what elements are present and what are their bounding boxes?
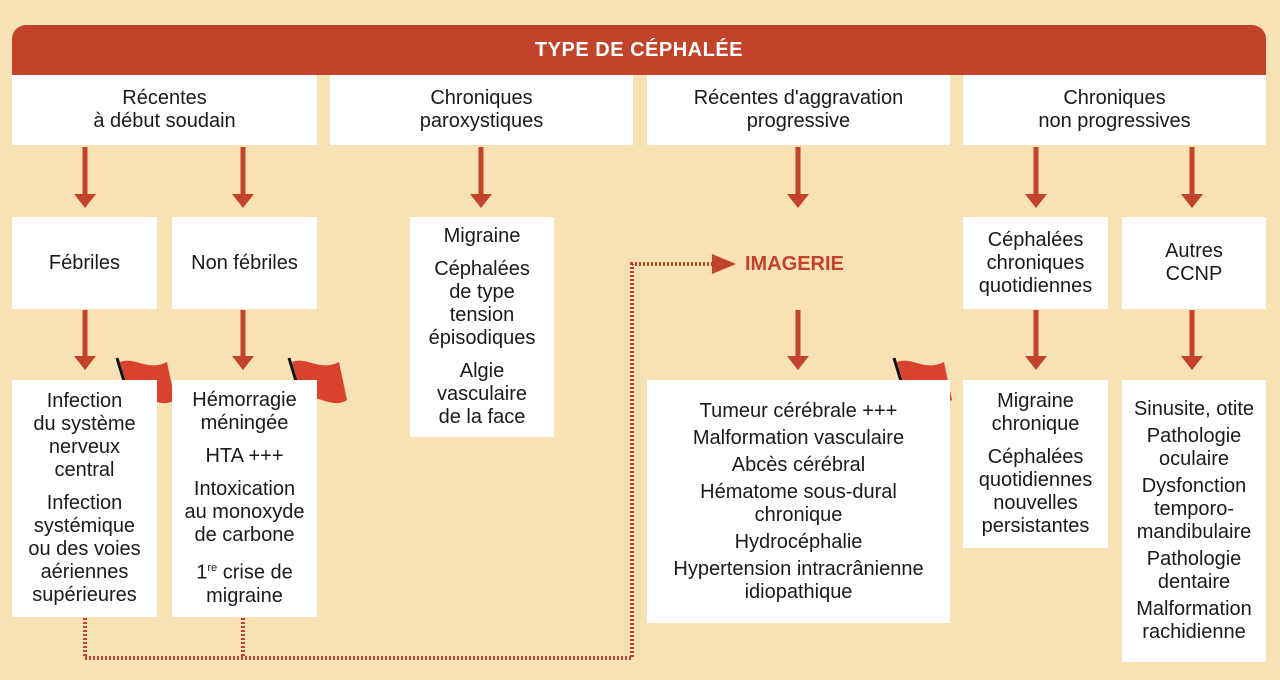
sub-label: Autres CCNP (1165, 240, 1223, 285)
diagram-title: TYPE DE CÉPHALÉE (12, 25, 1266, 75)
detail-item: Pathologie oculaire (1146, 425, 1242, 470)
detail-autres-ccnp: Sinusite, otite Pathologie oculaire Dysf… (1122, 380, 1266, 662)
arrow-nonprog-ccq-head (1025, 194, 1047, 208)
dotted-arrow-head (712, 254, 736, 274)
detail-item: Infection du système nerveux central (33, 390, 136, 481)
arrow-recentes-non-febriles-head (232, 194, 254, 208)
detail-item: Hydrocéphalie (734, 530, 863, 553)
sub-label: Fébriles (48, 251, 121, 274)
detail-chroniques-paroxystiques: Migraine Céphalées de type tension épiso… (410, 217, 554, 437)
sub-autres-ccnp: Autres CCNP (1122, 217, 1266, 309)
detail-ccq: Migraine chronique Céphalées quotidienne… (963, 380, 1108, 548)
detail-febriles: Infection du système nerveux central Inf… (12, 380, 157, 617)
arrow-recentes-febriles-head (74, 194, 96, 208)
detail-item: Infection systémique ou des voies aérien… (28, 492, 141, 606)
category-label: Récentes d'aggravation progressive (693, 87, 904, 132)
imagerie-label: IMAGERIE (745, 253, 844, 275)
arrow-nonfebriles-detail-head (232, 356, 254, 370)
sub-non-febriles: Non fébriles (172, 217, 317, 309)
detail-item: Hémorragie méningée (192, 389, 297, 435)
detail-item: Tumeur cérébrale +++ (699, 399, 898, 422)
sub-label: Céphalées chroniques quotidiennes (978, 228, 1093, 297)
detail-item: Malformation rachidienne (1136, 598, 1252, 643)
arrow-chroniques-migraine-head (470, 194, 492, 208)
detail-item: Abcès cérébral (731, 453, 866, 476)
detail-item: Dysfonction temporo- mandibulaire (1136, 475, 1252, 543)
detail-item: Migraine chronique (991, 390, 1080, 435)
category-label: Chroniques paroxystiques (419, 87, 544, 132)
detail-item: Migraine (443, 225, 521, 247)
category-chroniques-non-progressives: Chroniques non progressives (963, 75, 1266, 145)
detail-non-febriles: Hémorragie méningée HTA +++ Intoxication… (172, 380, 317, 617)
arrow-aggravation-imagerie-head (787, 194, 809, 208)
category-recentes: Récentes à début soudain (12, 75, 317, 145)
detail-item: Intoxication au monoxyde de carbone (184, 478, 305, 547)
detail-item: Sinusite, otite (1133, 398, 1255, 420)
detail-item-first-crisis: 1re crise de migraine (196, 561, 293, 607)
arrow-autres-detail-head (1181, 356, 1203, 370)
detail-item: Céphalées de type tension épisodiques (428, 258, 536, 349)
detail-imagerie: Tumeur cérébrale +++ Malformation vascul… (647, 380, 950, 623)
detail-item: Céphalées quotidiennes nouvelles persist… (978, 446, 1093, 537)
arrow-febriles-detail-head (74, 356, 96, 370)
arrow-nonprog-autres-head (1181, 194, 1203, 208)
category-label: Récentes à début soudain (93, 87, 236, 132)
arrow-ccq-detail-head (1025, 356, 1047, 370)
detail-item: Pathologie dentaire (1146, 548, 1242, 593)
sub-febriles: Fébriles (12, 217, 157, 309)
category-label: Chroniques non progressives (1038, 87, 1191, 132)
detail-item: Hématome sous-dural chronique (700, 480, 897, 526)
category-chroniques-paroxystiques: Chroniques paroxystiques (330, 75, 633, 145)
sub-label: Non fébriles (191, 251, 298, 274)
detail-item: Hypertension intracrânienne idiopathique (673, 557, 924, 603)
category-recentes-aggravation: Récentes d'aggravation progressive (647, 75, 950, 145)
arrow-imagerie-detail-head (787, 356, 809, 370)
dotted-connector-imagerie (83, 262, 715, 660)
sub-ccq: Céphalées chroniques quotidiennes (963, 217, 1108, 309)
detail-item: HTA +++ (205, 445, 284, 468)
detail-item: Malformation vasculaire (692, 426, 905, 449)
detail-item: Algie vasculaire de la face (436, 360, 528, 428)
